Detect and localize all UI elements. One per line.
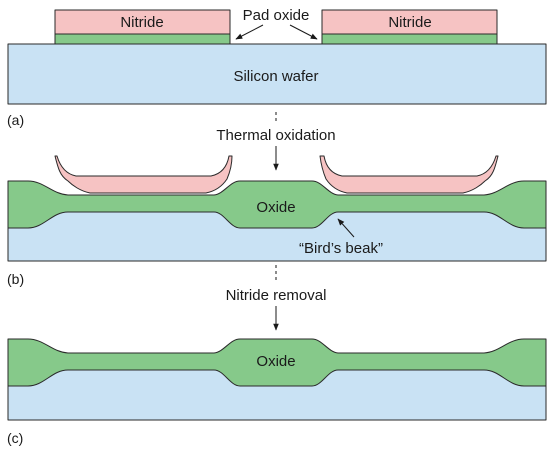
birds-beak-arrow bbox=[337, 218, 355, 238]
oxide-layer-c bbox=[7, 338, 547, 387]
silicon-wafer-label: Silicon wafer bbox=[233, 68, 318, 85]
nitride-label-left: Nitride bbox=[120, 14, 163, 31]
oxide-label-c: Oxide bbox=[256, 353, 295, 370]
panel-label-c: (c) bbox=[7, 430, 23, 446]
nitride-removal-label: Nitride removal bbox=[226, 287, 327, 304]
oxide-layer-b bbox=[7, 180, 547, 229]
panel-b: Oxide “Bird’s beak” (b) bbox=[7, 155, 547, 287]
panel-label-a: (a) bbox=[7, 112, 24, 128]
pad-oxide-arrow-right bbox=[289, 24, 318, 40]
step-thermal-oxidation: Thermal oxidation bbox=[216, 112, 336, 171]
birds-beak-label: “Bird’s beak” bbox=[299, 240, 383, 257]
step-nitride-removal: Nitride removal bbox=[226, 265, 327, 331]
panel-label-b: (b) bbox=[7, 271, 24, 287]
nitride-right bbox=[321, 9, 498, 35]
panel-c: Oxide (c) bbox=[7, 338, 547, 446]
silicon-wafer-a bbox=[7, 43, 547, 105]
pad-oxide-arrow-left bbox=[235, 24, 264, 40]
nitride-left-b bbox=[54, 155, 233, 194]
panel-a: Nitride Nitride Pad oxide Silicon wafer … bbox=[7, 7, 547, 128]
nitride-label-right: Nitride bbox=[388, 14, 431, 31]
pad-oxide-right bbox=[321, 33, 498, 45]
nitride-right-b bbox=[319, 155, 499, 194]
pad-oxide-label: Pad oxide bbox=[243, 7, 310, 24]
oxide-label-b: Oxide bbox=[256, 199, 295, 216]
nitride-left bbox=[54, 9, 231, 35]
thermal-oxidation-label: Thermal oxidation bbox=[216, 127, 335, 144]
pad-oxide-left bbox=[54, 33, 231, 45]
